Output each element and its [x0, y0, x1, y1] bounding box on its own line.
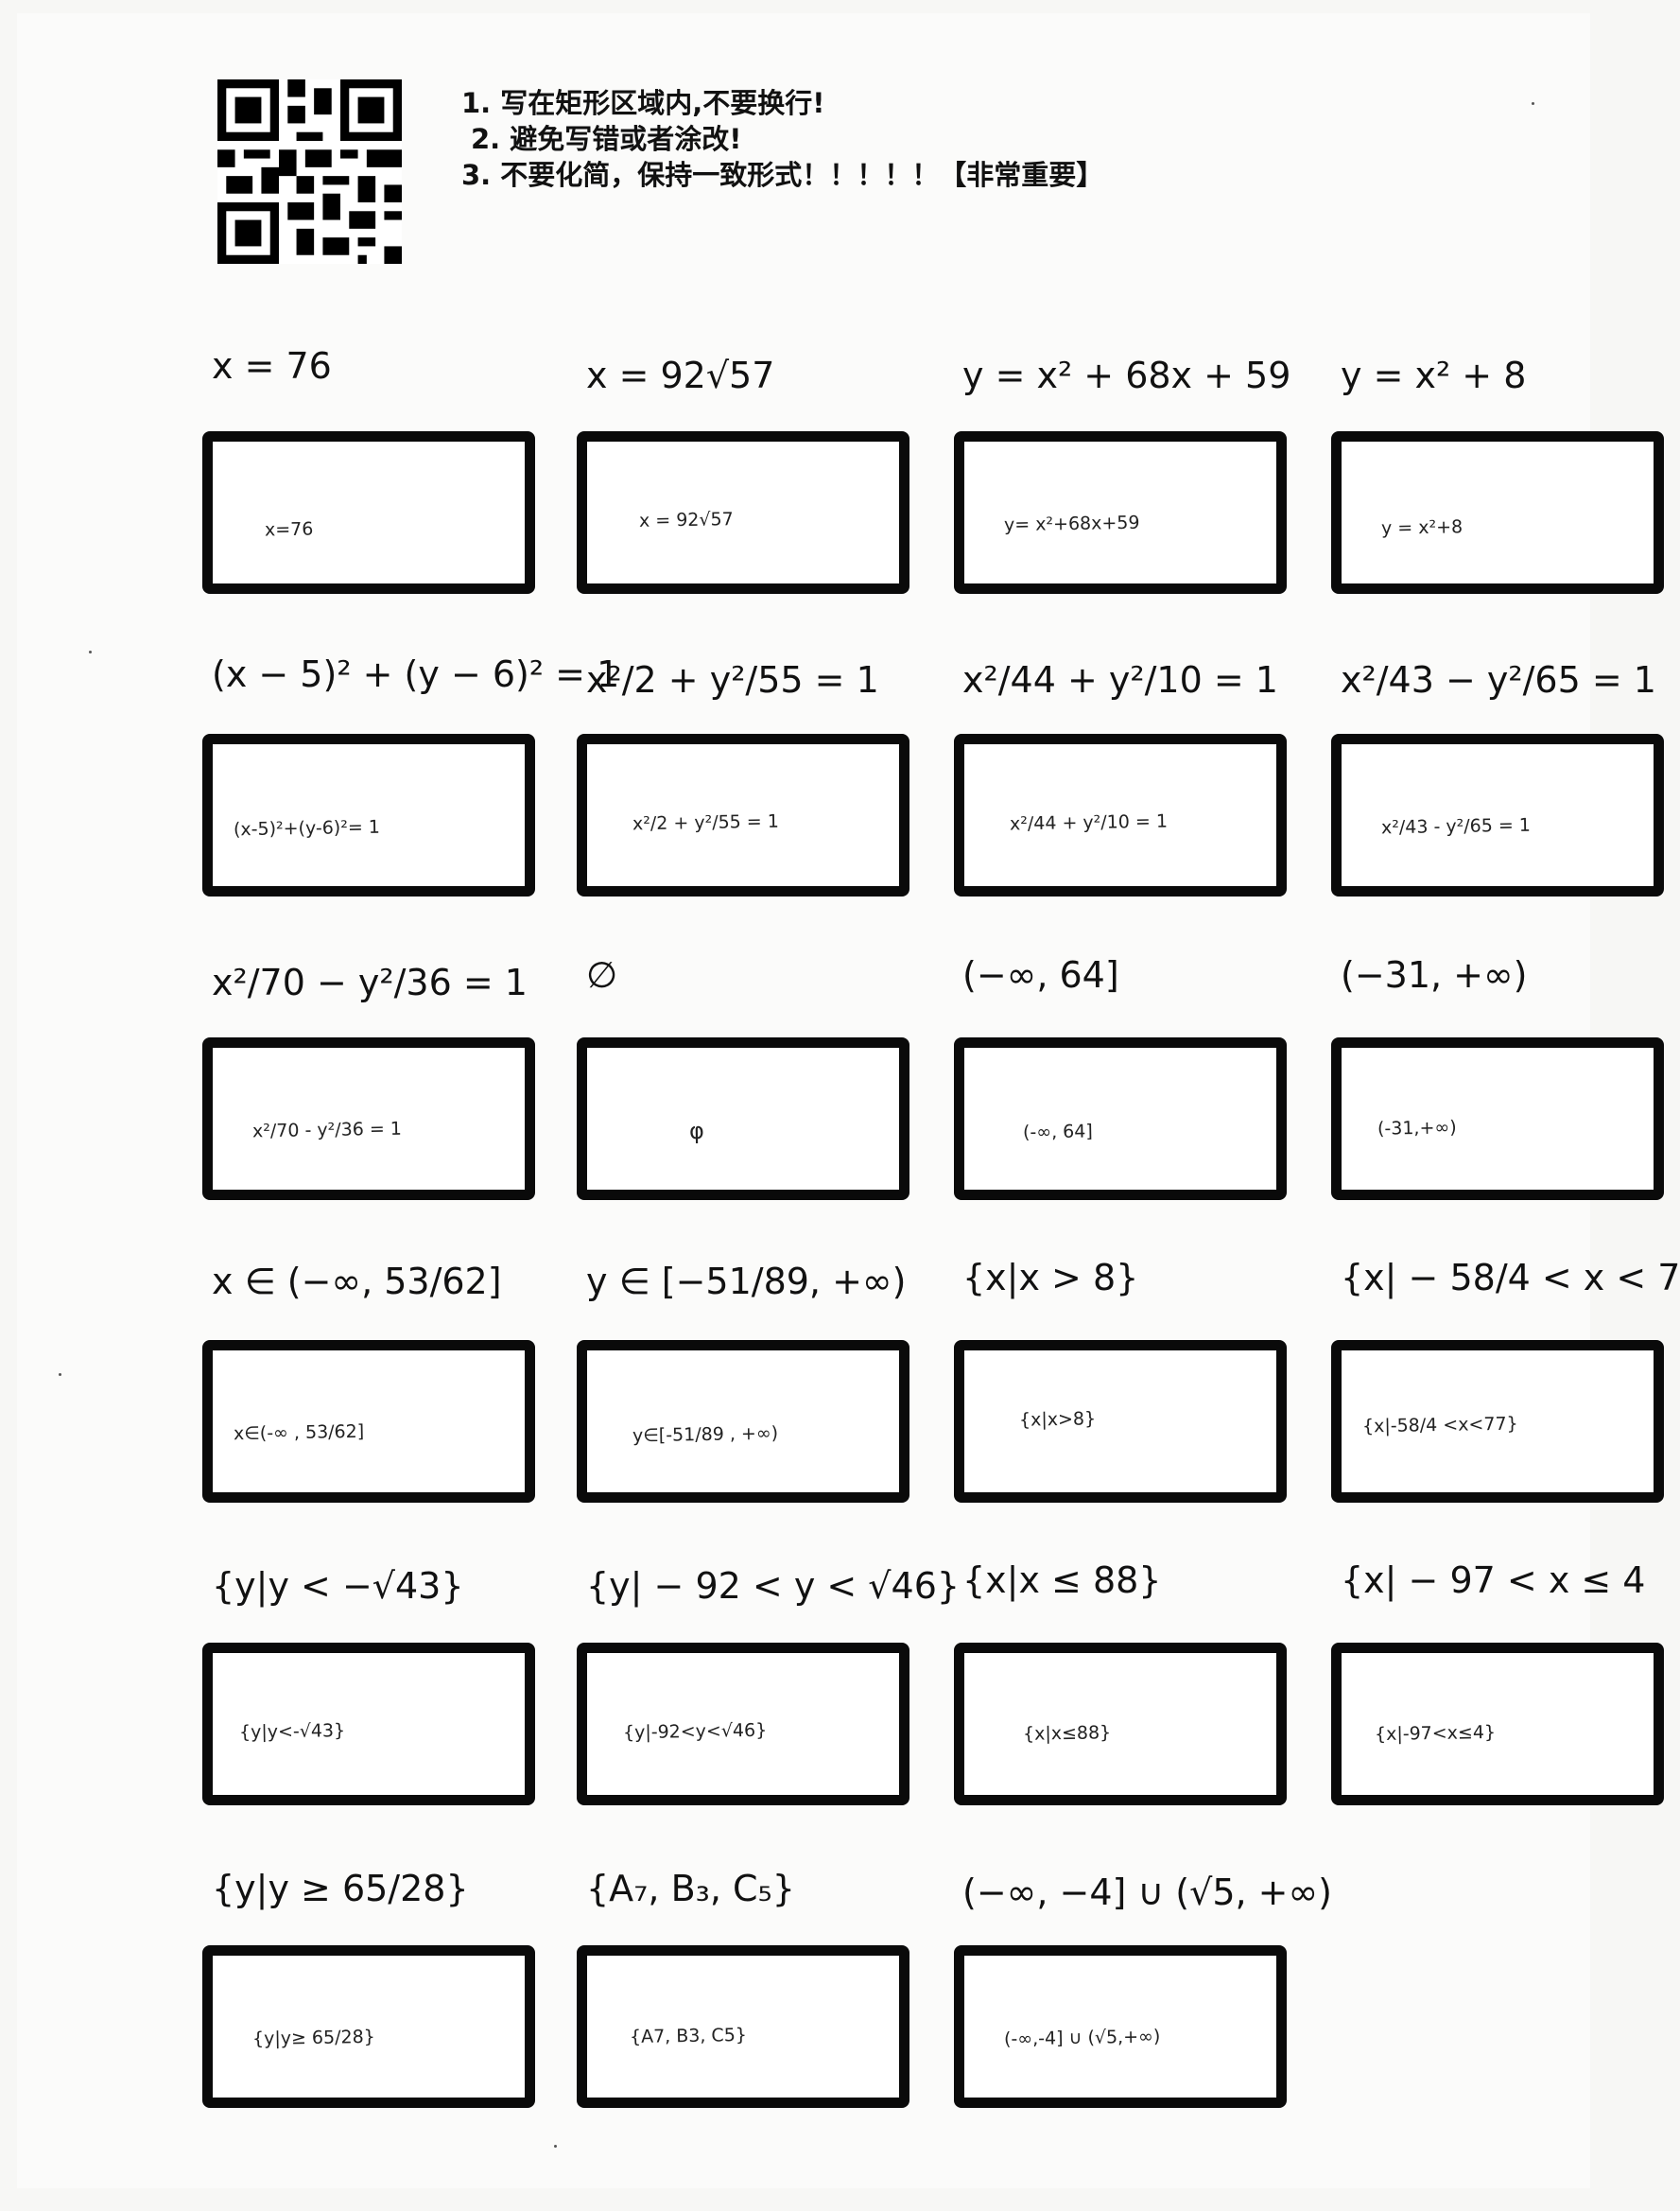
- handwritten-answer-2: x = 92√57: [638, 509, 734, 531]
- handwritten-answer-13: x∈(-∞ , 53/62]: [233, 1420, 365, 1445]
- answer-box-21[interactable]: {y|y≥ 65/28}: [202, 1945, 535, 2108]
- answer-box-15[interactable]: {x|x>8}: [954, 1340, 1287, 1503]
- handwritten-answer-12: (-31,+∞): [1377, 1117, 1457, 1140]
- handwritten-answer-7: x²/44 + y²/10 = 1: [1009, 810, 1169, 835]
- handwritten-answer-11: (-∞, 64]: [1022, 1121, 1093, 1143]
- answer-box-10[interactable]: φ: [577, 1037, 909, 1200]
- printed-formula-14: y ∈ [−51/89, +∞): [586, 1261, 907, 1302]
- printed-formula-16: {x| − 58/4 < x < 7: [1341, 1257, 1680, 1298]
- scan-speck: [554, 2145, 557, 2148]
- handwritten-answer-21: {y|y≥ 65/28}: [251, 2026, 375, 2050]
- scan-speck: [1532, 102, 1534, 105]
- printed-formula-2: x = 92√57: [586, 355, 775, 396]
- handwritten-answer-5: (x-5)²+(y-6)²= 1: [233, 816, 381, 841]
- handwritten-answer-1: x=76: [264, 518, 314, 541]
- printed-formula-15: {x|x > 8}: [962, 1257, 1139, 1298]
- answer-box-18[interactable]: {y|-92<y<√46}: [577, 1643, 909, 1805]
- instructions: 1. 写在矩形区域内,不要换行! 2. 避免写错或者涂改! 3. 不要化简，保持…: [461, 85, 1103, 193]
- handwritten-answer-22: {A7, B3, C5}: [629, 2024, 748, 2048]
- answer-box-14[interactable]: y∈[-51/89 , +∞): [577, 1340, 909, 1503]
- printed-formula-7: x²/44 + y²/10 = 1: [962, 659, 1278, 701]
- printed-formula-17: {y|y < −√43}: [212, 1565, 464, 1607]
- answer-box-6[interactable]: x²/2 + y²/55 = 1: [577, 734, 909, 897]
- answer-box-12[interactable]: (-31,+∞): [1331, 1037, 1664, 1200]
- printed-formula-1: x = 76: [212, 345, 332, 387]
- printed-formula-10: ∅: [586, 954, 618, 996]
- handwritten-answer-23: (-∞,-4] ∪ (√5,+∞): [1003, 2026, 1161, 2050]
- printed-formula-9: x²/70 − y²/36 = 1: [212, 962, 528, 1003]
- instruction-1: 1. 写在矩形区域内,不要换行!: [461, 87, 825, 119]
- printed-formula-22: {A₇, B₃, C₅}: [586, 1868, 795, 1909]
- handwritten-answer-10: φ: [688, 1117, 705, 1145]
- instruction-3: 3. 不要化简，保持一致形式！！！！！【非常重要】: [461, 159, 1104, 191]
- printed-formula-20: {x| − 97 < x ≤ 4: [1341, 1559, 1646, 1601]
- qr-code: [217, 79, 402, 264]
- handwritten-answer-19: {x|x≤88}: [1022, 1722, 1112, 1745]
- answer-box-19[interactable]: {x|x≤88}: [954, 1643, 1287, 1805]
- handwritten-answer-18: {y|-92<y<√46}: [622, 1719, 768, 1744]
- answer-box-5[interactable]: (x-5)²+(y-6)²= 1: [202, 734, 535, 897]
- scan-speck: [89, 651, 92, 653]
- handwritten-answer-17: {y|y<-√43}: [238, 1720, 346, 1743]
- handwritten-answer-14: y∈[-51/89 , +∞): [632, 1422, 779, 1447]
- answer-box-23[interactable]: (-∞,-4] ∪ (√5,+∞): [954, 1945, 1287, 2108]
- answer-box-11[interactable]: (-∞, 64]: [954, 1037, 1287, 1200]
- printed-formula-13: x ∈ (−∞, 53/62]: [212, 1261, 502, 1302]
- answer-box-3[interactable]: y= x²+68x+59: [954, 431, 1287, 594]
- printed-formula-21: {y|y ≥ 65/28}: [212, 1868, 469, 1909]
- printed-formula-19: {x|x ≤ 88}: [962, 1559, 1162, 1601]
- answer-box-2[interactable]: x = 92√57: [577, 431, 909, 594]
- answer-box-9[interactable]: x²/70 - y²/36 = 1: [202, 1037, 535, 1200]
- answer-box-4[interactable]: y = x²+8: [1331, 431, 1664, 594]
- answer-box-22[interactable]: {A7, B3, C5}: [577, 1945, 909, 2108]
- handwritten-answer-16: {x|-58/4 <x<77}: [1361, 1413, 1518, 1437]
- scan-speck: [59, 1373, 61, 1376]
- handwritten-answer-20: {x|-97<x≤4}: [1374, 1721, 1497, 1746]
- answer-box-17[interactable]: {y|y<-√43}: [202, 1643, 535, 1805]
- answer-box-16[interactable]: {x|-58/4 <x<77}: [1331, 1340, 1664, 1503]
- answer-box-20[interactable]: {x|-97<x≤4}: [1331, 1643, 1664, 1805]
- handwritten-answer-6: x²/2 + y²/55 = 1: [632, 810, 780, 835]
- handwritten-answer-3: y= x²+68x+59: [1003, 512, 1140, 536]
- handwritten-answer-4: y = x²+8: [1380, 516, 1464, 539]
- printed-formula-6: x²/2 + y²/55 = 1: [586, 659, 879, 701]
- answer-box-7[interactable]: x²/44 + y²/10 = 1: [954, 734, 1287, 897]
- instruction-2: 2. 避免写错或者涂改!: [471, 123, 742, 155]
- printed-formula-12: (−31, +∞): [1341, 954, 1528, 996]
- printed-formula-18: {y| − 92 < y < √46}: [586, 1565, 961, 1607]
- handwritten-answer-15: {x|x>8}: [1018, 1408, 1097, 1431]
- printed-formula-8: x²/43 − y²/65 = 1: [1341, 659, 1656, 701]
- printed-formula-4: y = x² + 8: [1341, 355, 1527, 396]
- answer-box-8[interactable]: x²/43 - y²/65 = 1: [1331, 734, 1664, 897]
- printed-formula-11: (−∞, 64]: [962, 954, 1119, 996]
- answer-box-13[interactable]: x∈(-∞ , 53/62]: [202, 1340, 535, 1503]
- handwritten-answer-8: x²/43 - y²/65 = 1: [1380, 814, 1532, 839]
- printed-formula-3: y = x² + 68x + 59: [962, 355, 1291, 396]
- printed-formula-5: (x − 5)² + (y − 6)² = 1: [212, 653, 620, 695]
- printed-formula-23: (−∞, −4] ∪ (√5, +∞): [962, 1872, 1332, 1913]
- handwritten-answer-9: x²/70 - y²/36 = 1: [251, 1118, 403, 1142]
- answer-box-1[interactable]: x=76: [202, 431, 535, 594]
